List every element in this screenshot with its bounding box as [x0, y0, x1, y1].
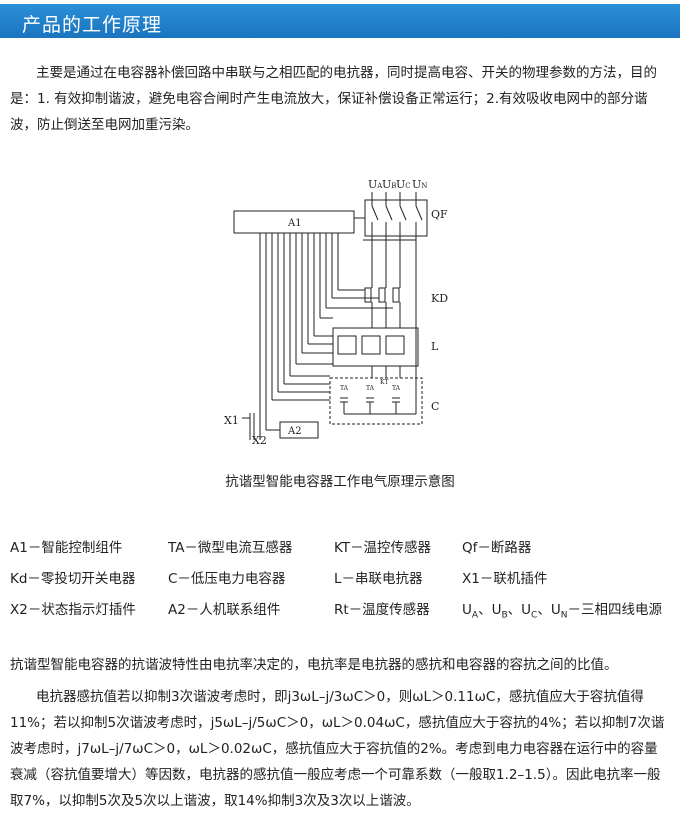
legend: A1－智能控制组件 TA－微型电流互感器 KT－温控传感器 Qf－断路器 Kd－…: [10, 536, 670, 621]
legend-item: X2－状态指示灯插件: [10, 602, 136, 618]
legend-item: Kd－零投切开关电器: [10, 571, 136, 587]
legend-item: L－串联电抗器: [334, 571, 423, 587]
a2-box: [279, 421, 319, 439]
x1-label: X1: [224, 414, 239, 427]
reactor-box: [332, 327, 419, 367]
x2-label: X2: [252, 434, 267, 447]
phase-label-n: UN: [412, 178, 427, 191]
paragraph-harmonic-analysis: 电抗器感抗值若以抑制3次谐波考虑时，即j3ωL–j/3ωC＞0，则ωL＞0.11…: [10, 689, 665, 809]
section-title: 产品的工作原理: [22, 14, 163, 36]
a1-box: [233, 210, 355, 234]
section-header: 产品的工作原理: [0, 4, 680, 38]
phase-label-b: UB: [382, 178, 396, 191]
a2-label: A2: [287, 426, 302, 437]
kt-label: KT: [380, 379, 388, 386]
qf-label: QF: [431, 208, 448, 221]
intro-paragraph: 主要是通过在电容器补偿回路中串联与之相匹配的电抗器，同时提高电容、开关的物理参数…: [10, 65, 657, 133]
legend-item: C－低压电力电容器: [168, 571, 286, 587]
circuit-diagram: UA UB UC UN A1 QF KD L C X1 X2 A2 TA TA …: [224, 178, 448, 447]
legend-item: A2－人机联系组件: [168, 602, 281, 618]
capacitor-box: [329, 377, 423, 425]
ta2-label: TA: [366, 385, 375, 392]
legend-item: TA－微型电流互感器: [168, 540, 293, 556]
diagram-caption: 抗谐型智能电容器工作电气原理示意图: [225, 474, 455, 490]
legend-item: A1－智能控制组件: [10, 540, 123, 556]
a1-label: A1: [287, 218, 302, 229]
l-label: L: [431, 340, 439, 353]
ta3-label: TA: [392, 385, 401, 392]
legend-item-power: UA、UB、UC、UN－三相四线电源: [462, 602, 662, 621]
legend-item: Rt－温度传感器: [334, 602, 430, 618]
qf-box: [364, 199, 428, 237]
phase-label-c: UC: [396, 178, 411, 191]
legend-item: X1－联机插件: [462, 571, 548, 587]
legend-item: KT－温控传感器: [334, 540, 432, 556]
c-label: C: [431, 400, 439, 413]
paragraph-reactance-ratio: 抗谐型智能电容器的抗谐波特性由电抗率决定的，电抗率是电抗器的感抗和电容器的容抗之…: [10, 657, 618, 673]
ta1-label: TA: [340, 385, 349, 392]
kd-label: KD: [431, 292, 448, 305]
phase-label-a: UA: [368, 178, 383, 191]
legend-item: Qf－断路器: [462, 540, 532, 556]
